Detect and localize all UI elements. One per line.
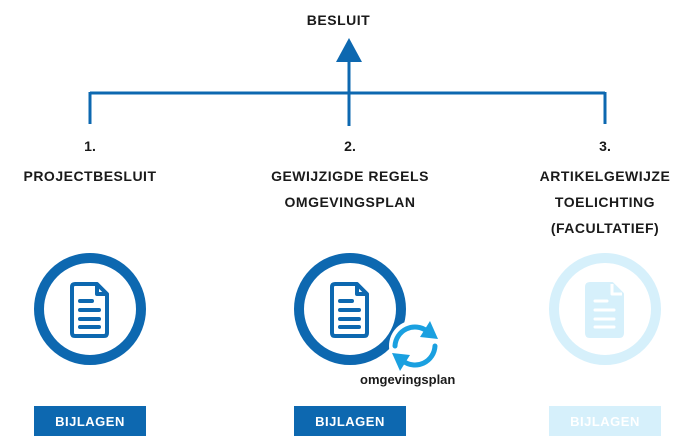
arrow-up-icon xyxy=(336,38,362,62)
document-icon xyxy=(70,282,109,338)
bijlagen-button-faded[interactable]: BIJLAGEN xyxy=(549,406,661,436)
document-icon xyxy=(330,282,369,338)
column-label-line: PROJECTBESLUIT xyxy=(23,168,157,184)
column-projectbesluit: 1. PROJECTBESLUIT BIJLAGEN xyxy=(0,0,190,438)
column-label-line: (FACULTATIEF) xyxy=(550,220,660,236)
besluit-title: BESLUIT xyxy=(306,12,371,28)
column-label-line: GEWIJZIGDE REGELS xyxy=(271,168,429,184)
bijlagen-button[interactable]: BIJLAGEN xyxy=(294,406,406,436)
column-label-line: OMGEVINGSPLAN xyxy=(284,194,416,210)
omgevingsplan-label: omgevingsplan xyxy=(360,372,456,387)
column-label-line: ARTIKELGEWIJZE xyxy=(539,168,671,184)
document-icon xyxy=(585,282,624,338)
column-label-line: TOELICHTING xyxy=(554,194,656,210)
column-artikelgewijze-toelichting: 3. ARTIKELGEWIJZE TOELICHTING (FACULTATI… xyxy=(505,0,677,438)
document-circle[interactable] xyxy=(34,253,146,365)
column-number: 1. xyxy=(84,138,96,154)
column-gewijzigde-regels: 2. GEWIJZIGDE REGELS OMGEVINGSPLAN omgev… xyxy=(250,0,455,438)
document-circle[interactable] xyxy=(294,253,406,365)
column-label: PROJECTBESLUIT xyxy=(0,163,190,189)
bijlagen-button[interactable]: BIJLAGEN xyxy=(34,406,146,436)
column-label: ARTIKELGEWIJZE TOELICHTING (FACULTATIEF) xyxy=(505,163,677,241)
refresh-icon[interactable] xyxy=(386,317,444,375)
column-label: GEWIJZIGDE REGELS OMGEVINGSPLAN xyxy=(250,163,450,215)
column-number: 3. xyxy=(599,138,611,154)
document-circle-faded[interactable] xyxy=(549,253,661,365)
column-number: 2. xyxy=(344,138,356,154)
